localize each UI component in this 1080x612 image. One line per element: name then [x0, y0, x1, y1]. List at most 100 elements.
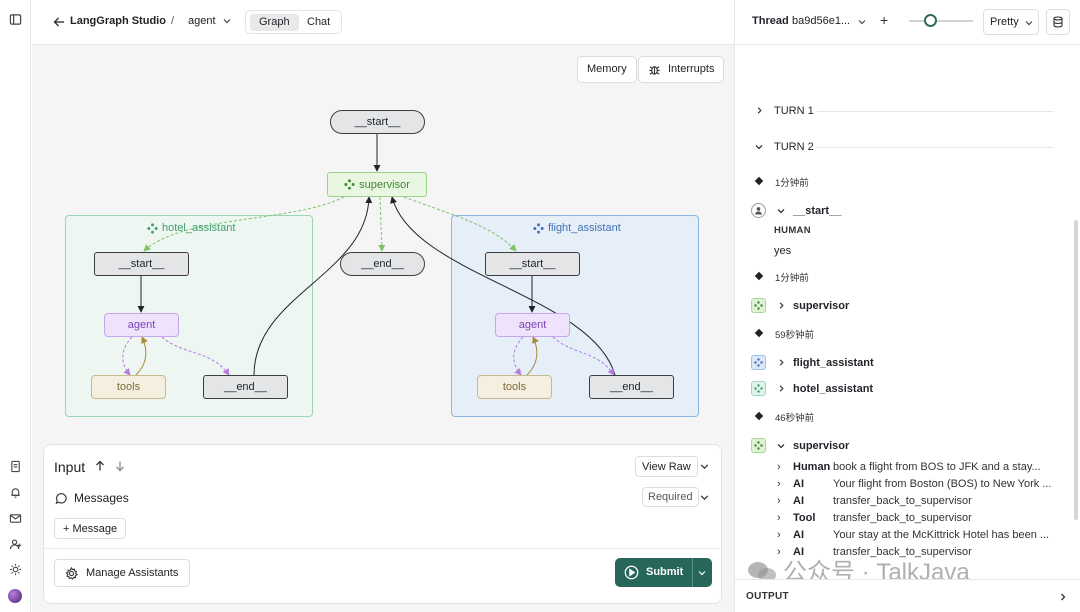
chevron-right-icon[interactable]	[777, 358, 786, 367]
tab-graph[interactable]: Graph	[250, 14, 299, 31]
submit-label: Submit	[646, 566, 684, 578]
arrow-down-icon[interactable]	[114, 460, 126, 472]
node-hotel-end[interactable]: __end__	[203, 375, 288, 399]
turn-2-label[interactable]: TURN 2	[774, 141, 814, 153]
database-button[interactable]	[1046, 9, 1070, 35]
sidebar-toggle-icon[interactable]	[8, 12, 23, 27]
wechat-logo-icon	[748, 562, 776, 582]
chevron-down-icon[interactable]	[776, 206, 786, 216]
chevron-down-icon[interactable]	[754, 142, 764, 152]
history-slider-knob[interactable]	[924, 14, 937, 27]
turn-divider	[817, 111, 1053, 112]
chevron-down-icon[interactable]	[699, 461, 710, 472]
output-section[interactable]: OUTPUT	[735, 579, 1080, 612]
human-role-label: HUMAN	[774, 225, 811, 236]
assistant-selector[interactable]: agent	[188, 15, 216, 27]
node-hotel-tools[interactable]: tools	[91, 375, 166, 399]
chevron-right-icon[interactable]	[777, 384, 786, 393]
timeline-marker	[754, 411, 764, 421]
bell-icon[interactable]	[8, 485, 23, 500]
memory-button[interactable]: Memory	[577, 56, 637, 83]
chevron-right-icon[interactable]	[755, 106, 764, 115]
chevron-down-icon[interactable]	[776, 441, 786, 451]
left-rail	[0, 0, 31, 612]
chevron-down-icon[interactable]	[699, 492, 710, 503]
node-flight-start[interactable]: __start__	[485, 252, 580, 276]
node-hotel-agent[interactable]: agent	[104, 313, 179, 337]
turn-1-label[interactable]: TURN 1	[774, 105, 814, 117]
hotel-group-name: hotel_assistant	[162, 222, 236, 234]
node-flight-agent[interactable]: agent	[495, 313, 570, 337]
submit-divider	[692, 558, 693, 587]
output-label: OUTPUT	[746, 591, 789, 602]
thread-header: Thread ba9d56e1... + Pretty	[734, 0, 1080, 45]
chevron-down-icon[interactable]	[222, 16, 232, 26]
edge-flight-agent-end	[552, 336, 615, 376]
interrupts-button[interactable]: Interrupts	[638, 56, 725, 83]
scrollbar-thumb[interactable]	[1074, 220, 1078, 520]
document-icon[interactable]	[8, 459, 23, 474]
event-supervisor[interactable]: supervisor	[793, 440, 850, 452]
timestamp: 1分钟前	[775, 273, 809, 284]
view-toggle: Graph Chat	[245, 10, 342, 34]
manage-assistants-button[interactable]: Manage Assistants	[54, 559, 191, 587]
add-user-icon[interactable]	[8, 537, 23, 552]
flight-group-label: flight_assistant	[533, 222, 621, 234]
mail-icon[interactable]	[8, 511, 23, 526]
timeline-marker	[754, 271, 764, 281]
node-flight-tools[interactable]: tools	[477, 375, 552, 399]
human-message-text: yes	[774, 245, 792, 257]
studio-title[interactable]: LangGraph Studio	[70, 15, 166, 27]
submit-button[interactable]: Submit	[615, 558, 712, 587]
add-message-button[interactable]: + Message	[54, 518, 127, 539]
chevron-right-icon[interactable]	[777, 301, 786, 310]
chevron-right-icon[interactable]	[1058, 592, 1068, 602]
node-end[interactable]: __end__	[340, 252, 425, 276]
flight-node-icon	[751, 355, 766, 370]
view-raw-button[interactable]: View Raw	[635, 456, 698, 477]
user-avatar[interactable]	[8, 589, 22, 603]
event-flight-assistant[interactable]: flight_assistant	[793, 357, 874, 369]
event-start-node[interactable]: __start__	[793, 205, 842, 217]
format-value: Pretty	[990, 16, 1019, 28]
breadcrumb-separator: /	[171, 15, 175, 27]
node-supervisor[interactable]: supervisor	[327, 172, 427, 197]
play-icon	[624, 565, 639, 580]
timeline-marker	[754, 328, 764, 338]
hotel-group-label: hotel_assistant	[147, 222, 235, 234]
turn-divider	[817, 147, 1053, 148]
tab-chat[interactable]: Chat	[307, 16, 331, 28]
chevron-down-icon[interactable]	[857, 17, 867, 27]
node-hotel-start[interactable]: __start__	[94, 252, 189, 276]
node-supervisor-label: supervisor	[359, 178, 410, 191]
back-arrow-icon[interactable]	[52, 15, 66, 29]
edge-supervisor-flight	[403, 196, 517, 252]
history-slider-track[interactable]	[909, 20, 973, 22]
new-thread-button[interactable]: +	[880, 12, 889, 28]
gear-icon	[65, 566, 78, 580]
arrow-up-icon[interactable]	[94, 460, 106, 472]
thread-id-selector[interactable]: ba9d56e1...	[792, 15, 851, 27]
node-flight-end[interactable]: __end__	[589, 375, 674, 399]
sun-icon[interactable]	[8, 562, 23, 577]
top-header: LangGraph Studio / agent Graph Chat	[32, 0, 734, 45]
node-start[interactable]: __start__	[330, 110, 425, 134]
chevron-down-icon[interactable]	[697, 568, 707, 578]
nodes-icon	[533, 222, 544, 234]
timestamp: 59秒钟前	[775, 330, 815, 341]
format-select[interactable]: Pretty	[983, 9, 1039, 35]
human-avatar-icon	[751, 203, 766, 218]
input-panel: Input View Raw Messages Required + Messa…	[43, 444, 722, 604]
edge-hotel-tools-agent	[135, 336, 148, 376]
event-supervisor[interactable]: supervisor	[793, 300, 850, 312]
chevron-down-icon	[1025, 21, 1033, 26]
manage-assistants-label: Manage Assistants	[86, 567, 179, 579]
event-hotel-assistant[interactable]: hotel_assistant	[793, 383, 874, 395]
